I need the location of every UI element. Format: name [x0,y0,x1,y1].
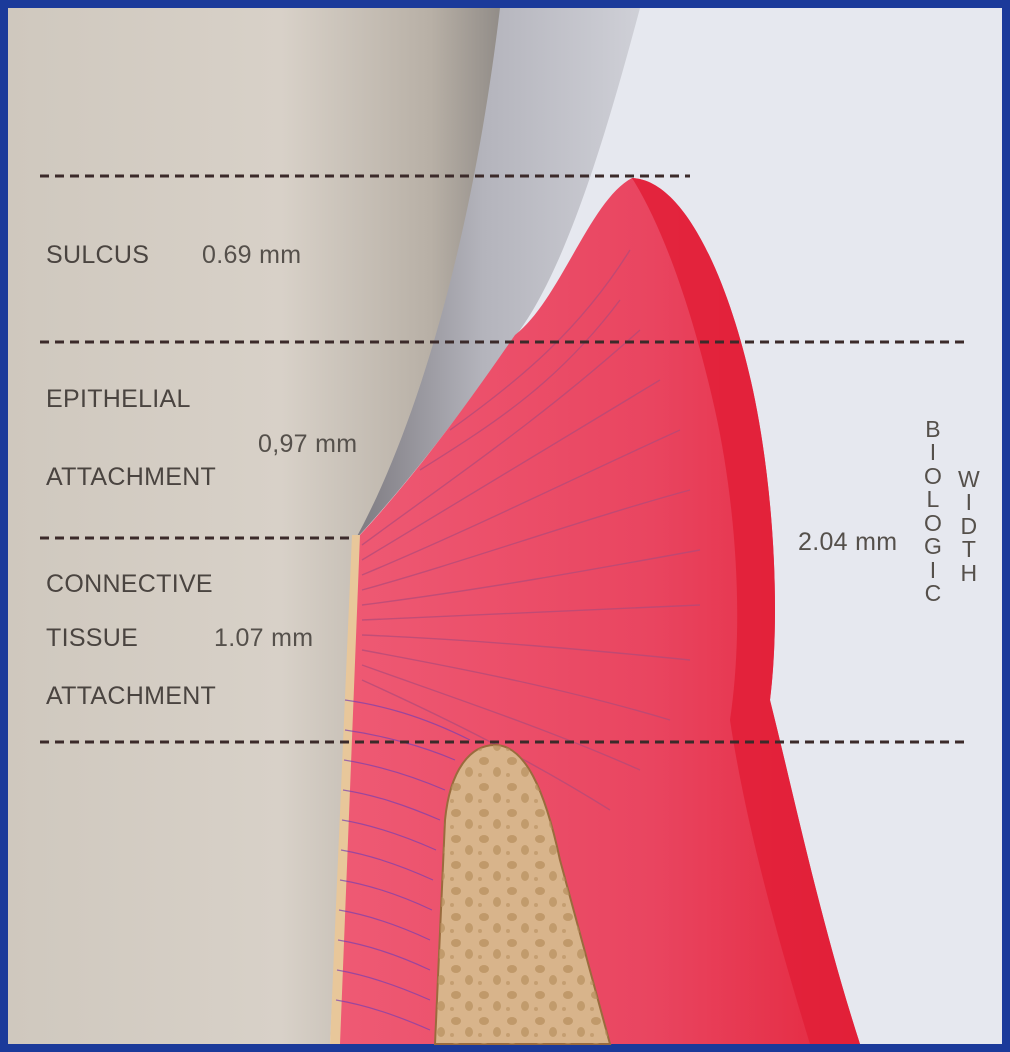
biologic-letter: O [924,465,942,488]
width-letter: I [966,491,972,514]
epithelial-attachment-label-line1: EPITHELIAL [46,387,191,412]
sulcus-measurement: 0.69 mm [202,243,301,268]
sulcus-label: SULCUS [46,243,149,268]
biologic-width-measurement: 2.04 mm [798,530,897,555]
connective-tissue-label-line1: CONNECTIVE [46,572,213,597]
width-letter: H [961,562,978,585]
biologic-letter: I [930,441,936,464]
connective-tissue-label-line2: TISSUE [46,626,138,651]
width-letter: D [961,515,978,538]
width-letter: T [962,538,976,561]
epithelial-attachment-label-line2: ATTACHMENT [46,465,216,490]
connective-tissue-label-line3: ATTACHMENT [46,684,216,709]
biologic-letter: C [925,582,942,605]
biologic-letter: O [924,512,942,535]
biologic-letter: I [930,559,936,582]
connective-tissue-measurement: 1.07 mm [214,626,313,651]
biologic-letter: G [924,535,942,558]
biologic-letter: L [927,488,940,511]
biologic-letter: B [925,418,940,441]
epithelial-attachment-measurement: 0,97 mm [258,432,357,457]
width-letter: W [958,468,980,491]
